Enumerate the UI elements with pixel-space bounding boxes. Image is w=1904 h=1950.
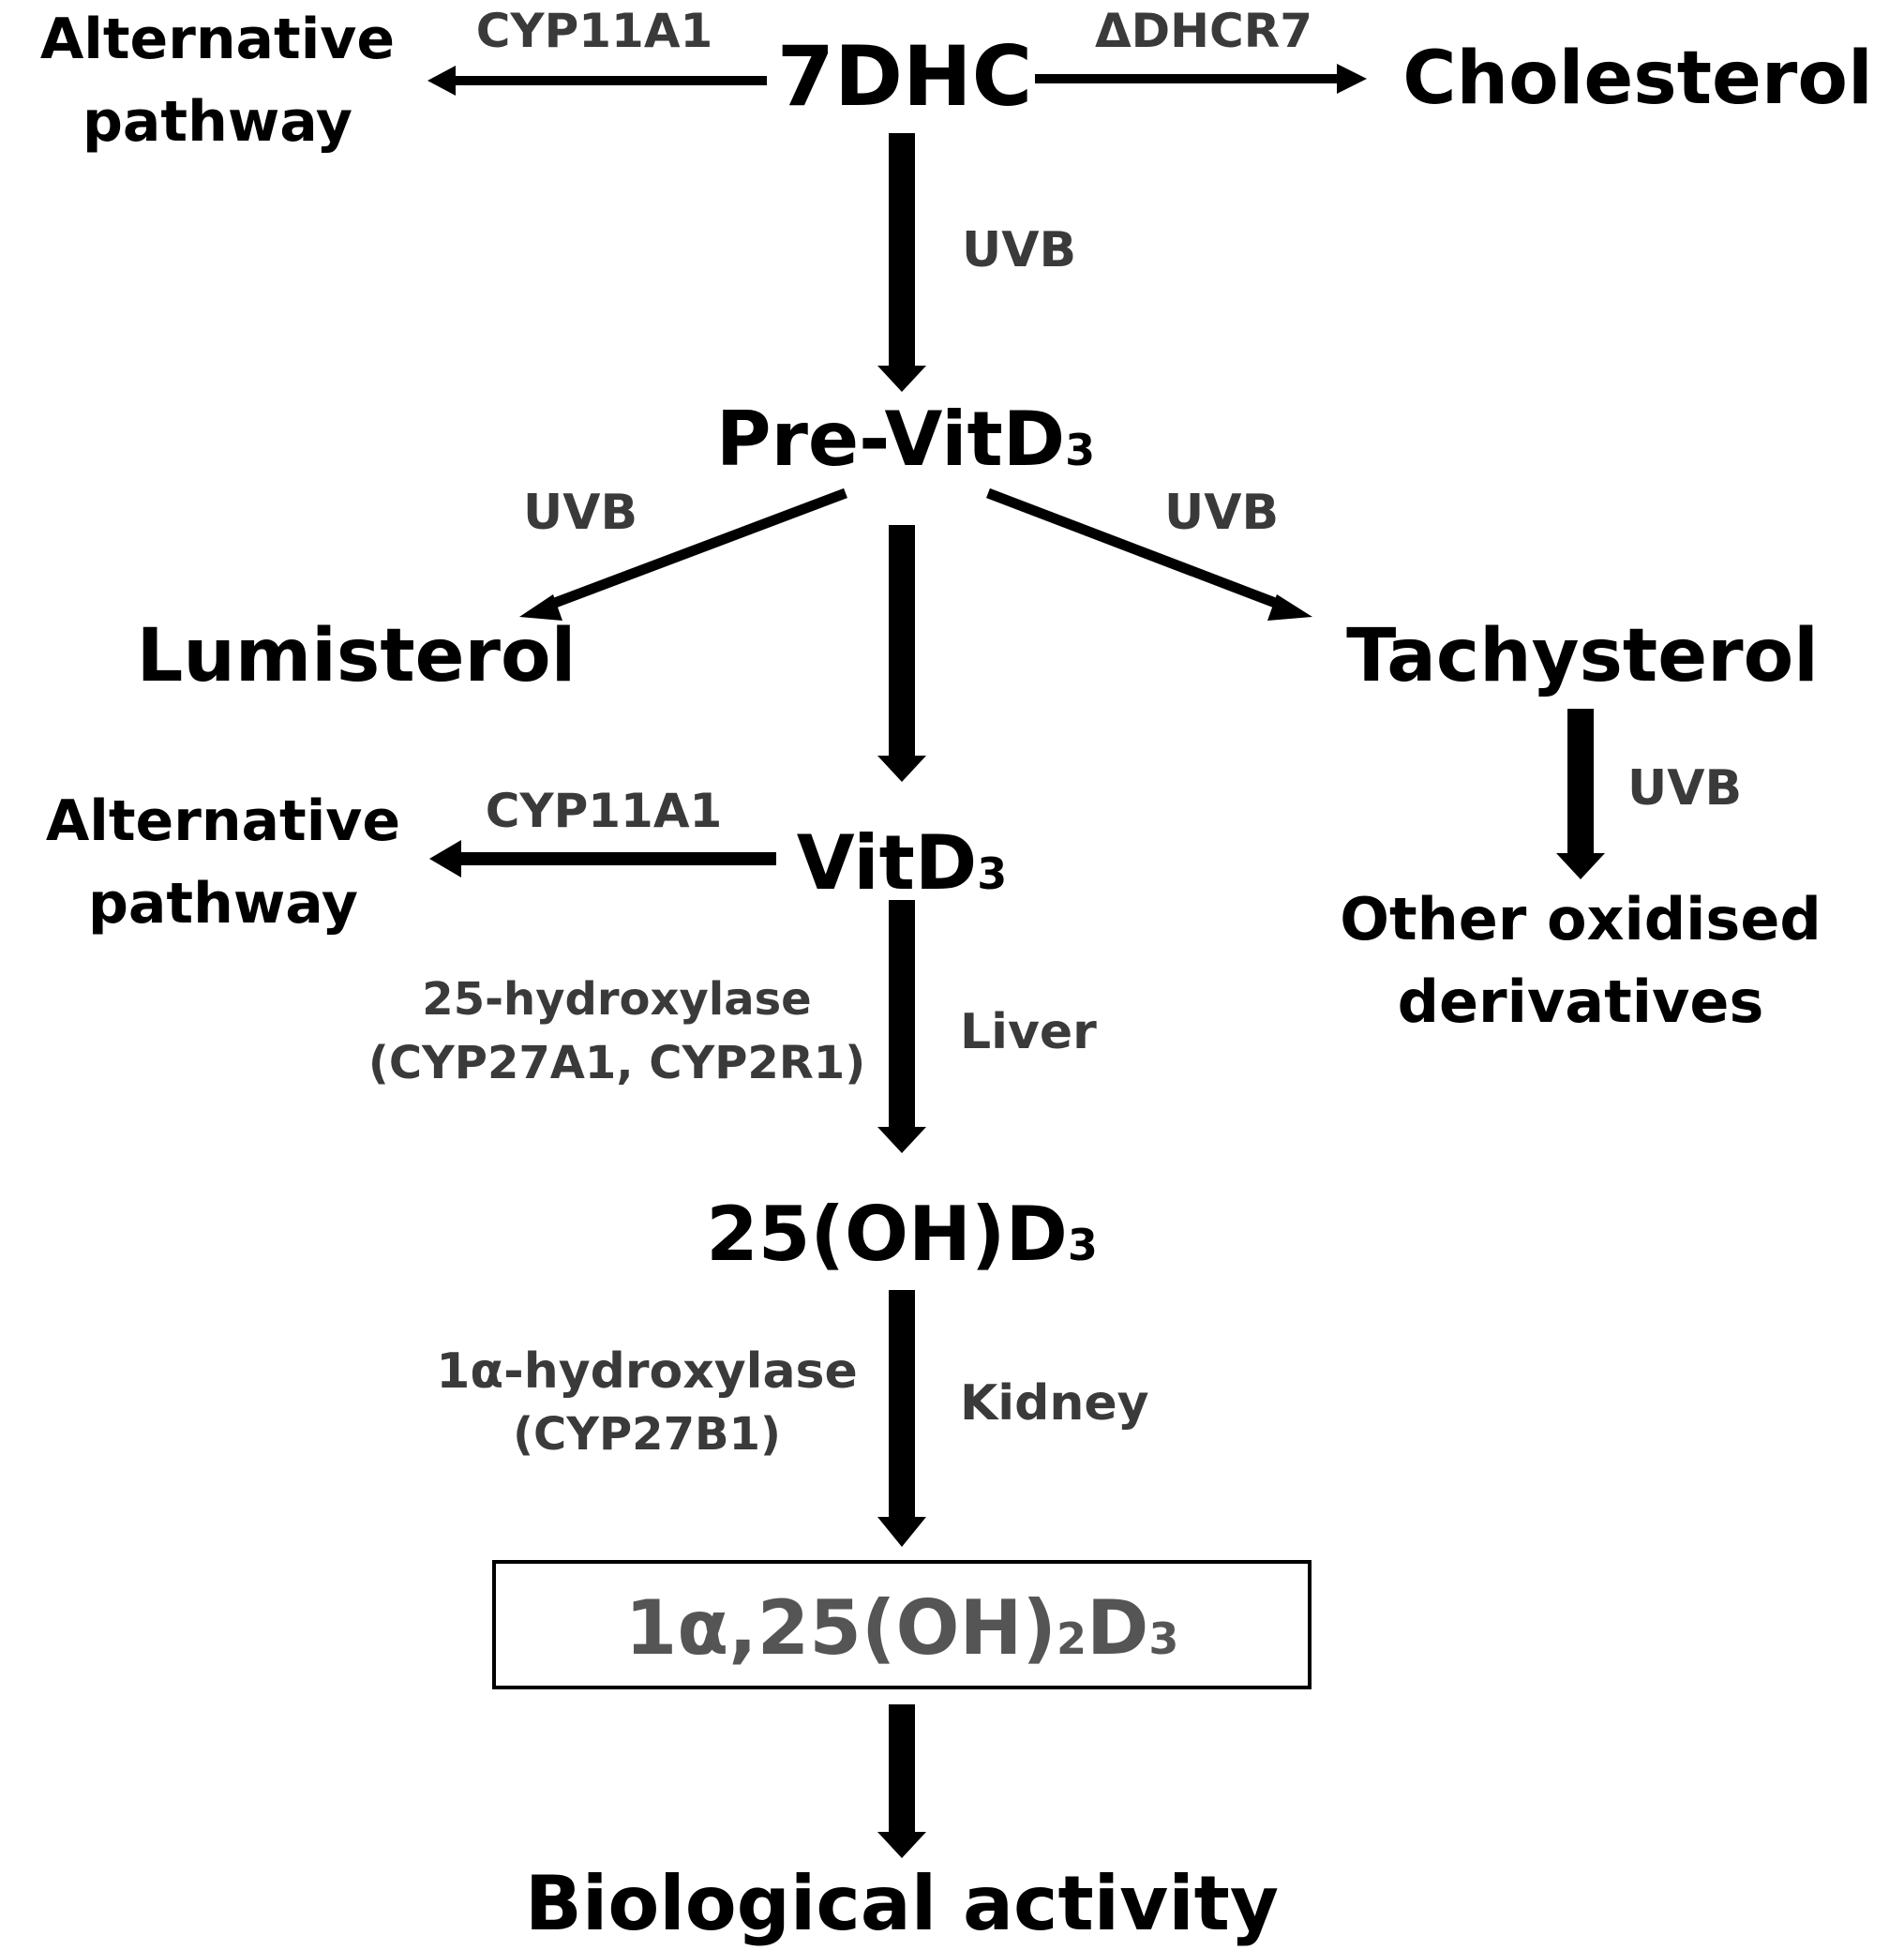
tachysterol-node: Tachysterol: [1346, 614, 1819, 698]
1a-hydroxylase-label-line1: 1α-hydroxylase: [436, 1343, 858, 1400]
arrowhead-previtd3-to-vitd3: [877, 756, 926, 782]
arrow-previtd3-to-tachysterol: [986, 488, 1284, 611]
arrowhead-1a25oh2d3-to-biological-activity: [877, 1832, 926, 1858]
dhcr7-label: ΔDHCR7: [1095, 4, 1312, 58]
arrowhead-vitd3-to-alternative: [429, 840, 461, 878]
other-oxidised-derivatives-line1: Other oxidised: [1340, 885, 1822, 953]
alternative-pathway-mid-line1: Alternative: [46, 788, 400, 854]
vitd3-node: VitD3: [797, 819, 1008, 907]
uvb-label-center: UVB: [962, 222, 1076, 278]
1a25oh2d3-node: 1α,25(OH)2D3: [625, 1584, 1179, 1672]
alternative-pathway-top-line1: Alternative: [40, 7, 395, 72]
uvb-label-right: UVB: [1164, 485, 1279, 541]
arrowhead-vitd3-to-25ohd3: [877, 1127, 926, 1153]
25-hydroxylase-label-line1: 25-hydroxylase: [422, 973, 811, 1026]
1a-hydroxylase-label-line2: (CYP27B1): [513, 1408, 781, 1461]
cyp11a1-label-top: CYP11A1: [476, 4, 713, 58]
arrowhead-25ohd3-to-1a25oh2d3: [877, 1517, 926, 1547]
other-oxidised-derivatives-line2: derivatives: [1398, 968, 1764, 1036]
7dhc-node: 7DHC: [777, 28, 1033, 125]
arrowhead-7dhc-to-alternative: [427, 66, 456, 96]
liver-label: Liver: [960, 1004, 1097, 1060]
alternative-pathway-mid-line2: pathway: [88, 871, 358, 937]
arrowhead-7dhc-to-previtd3: [877, 366, 926, 392]
pre-vitd3-node: Pre-VitD3: [716, 396, 1095, 483]
25-hydroxylase-label-line2: (CYP27A1, CYP2R1): [368, 1037, 865, 1089]
arrowhead-previtd3-to-tachysterol: [1267, 594, 1312, 621]
lumisterol-node: Lumisterol: [137, 614, 577, 698]
biological-activity-node: Biological activity: [525, 1860, 1279, 1947]
arrowhead-previtd3-to-lumisterol: [519, 594, 562, 621]
kidney-label: Kidney: [960, 1375, 1149, 1432]
25ohd3-node: 25(OH)D3: [706, 1191, 1098, 1278]
final-product-box: [492, 1560, 1312, 1689]
cholesterol-node: Cholesterol: [1402, 37, 1872, 121]
alternative-pathway-top-line2: pathway: [82, 89, 352, 155]
cyp11a1-label-mid: CYP11A1: [486, 784, 723, 838]
arrow-previtd3-to-lumisterol: [546, 488, 847, 611]
arrowhead-tachysterol-to-derivatives: [1556, 853, 1605, 879]
uvb-label-left: UVB: [523, 485, 637, 541]
uvb-label-tachysterol: UVB: [1627, 760, 1742, 817]
arrowhead-7dhc-to-cholesterol: [1337, 64, 1367, 94]
